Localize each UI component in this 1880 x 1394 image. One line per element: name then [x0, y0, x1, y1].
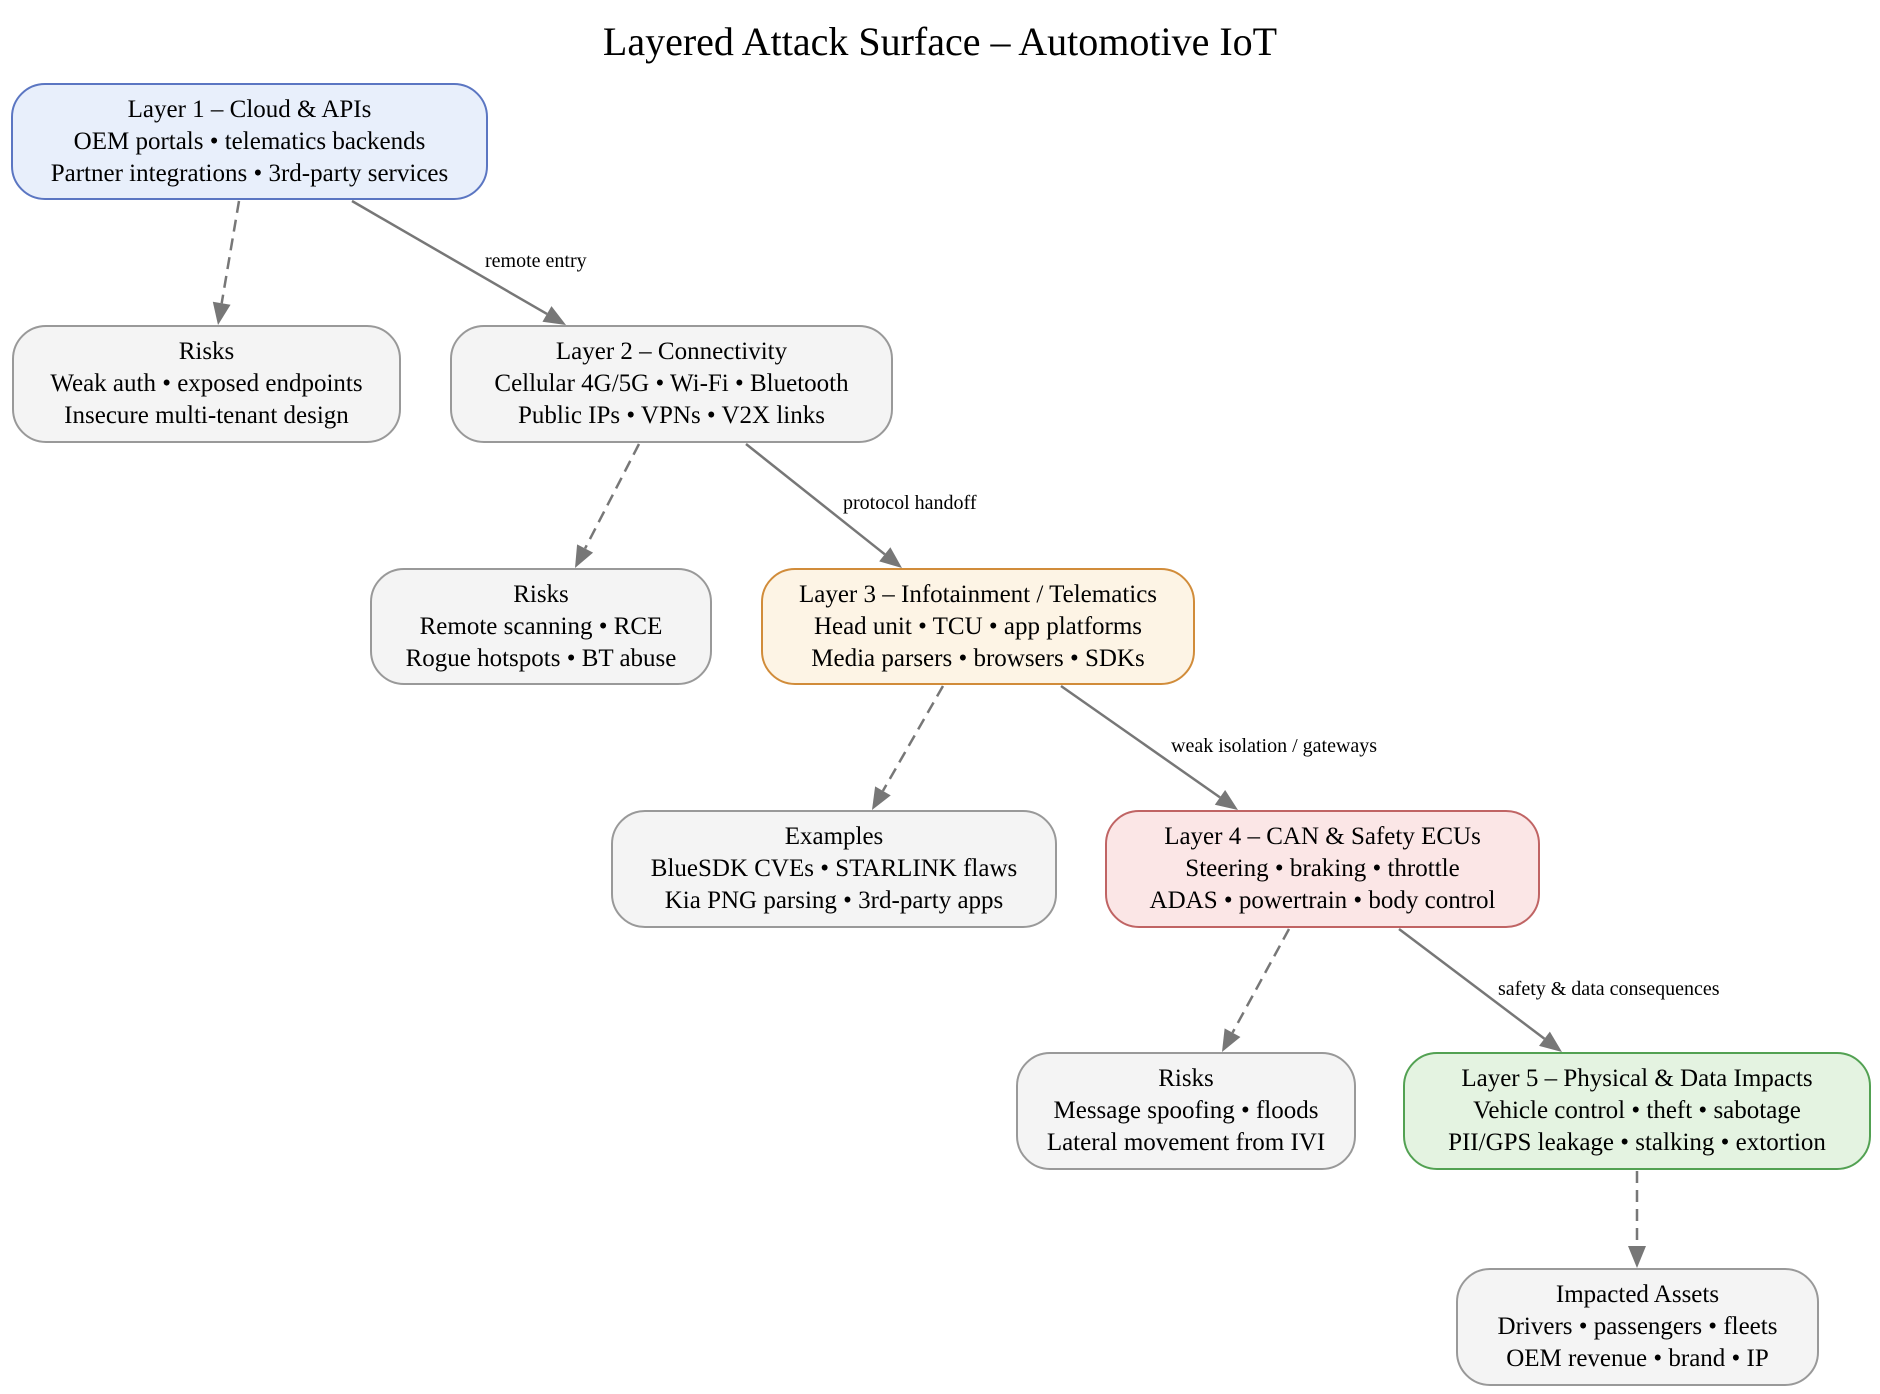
edge-layer3-to-layer4	[1060, 684, 1221, 799]
node-line: Remote scanning • RCE	[419, 612, 663, 640]
node-title: Risks	[178, 338, 235, 365]
node-line: Vehicle control • theft • sabotage	[1473, 1097, 1801, 1124]
node-line: Head unit • TCU • app platforms	[813, 612, 1143, 640]
node-line: Rogue hotspots • BT abuse	[405, 644, 677, 672]
edge-layer2-to-layer3	[745, 443, 886, 556]
edge-layer1-to-risks1	[220, 200, 241, 304]
node-line: Drivers • passengers • fleets	[1497, 1313, 1778, 1340]
node-title: Layer 4 – CAN & Safety ECUs	[1164, 823, 1481, 850]
node-line: Kia PNG parsing • 3rd-party apps	[664, 887, 1004, 914]
arrowhead-icon	[879, 547, 902, 568]
arrowhead-icon	[872, 786, 891, 810]
arrowhead-icon	[1539, 1031, 1562, 1052]
node-line: Media parsers • browsers • SDKs	[811, 644, 1145, 672]
edge-layer4-to-layer5	[1398, 928, 1546, 1040]
node-title: Layer 3 – Infotainment / Telematics	[798, 580, 1158, 608]
arrowhead-icon	[212, 301, 231, 325]
node-line: ADAS • powertrain • body control	[1149, 887, 1496, 914]
edge-layer1-to-layer2	[351, 199, 548, 316]
edge-layer4-to-risks4	[1231, 928, 1291, 1034]
node-title: Examples	[784, 823, 884, 850]
node-line: Cellular 4G/5G • Wi-Fi • Bluetooth	[494, 370, 849, 397]
arrowhead-icon	[1628, 1246, 1646, 1268]
node-title: Risks	[513, 580, 569, 608]
node-title: Layer 5 – Physical & Data Impacts	[1461, 1065, 1813, 1092]
edge-label: remote entry	[485, 250, 587, 272]
node-title: Risks	[1158, 1065, 1214, 1092]
arrowhead-icon	[1222, 1028, 1241, 1052]
node-line: Weak auth • exposed endpoints	[50, 370, 363, 397]
diagram-title: Layered Attack Surface – Automotive IoT	[602, 19, 1278, 64]
node-title: Layer 1 – Cloud & APIs	[127, 95, 372, 123]
node-line: Message spoofing • floods	[1053, 1097, 1319, 1124]
node-title: Layer 2 – Connectivity	[555, 338, 788, 365]
node-line: BlueSDK CVEs • STARLINK flaws	[650, 855, 1018, 882]
node-line: OEM revenue • brand • IP	[1506, 1345, 1769, 1372]
edge-layer3-to-examples3	[881, 685, 945, 792]
edge-label: safety & data consequences	[1498, 978, 1720, 1000]
node-line: Partner integrations • 3rd-party service…	[50, 159, 449, 187]
arrowhead-icon	[575, 544, 594, 568]
edge-layer2-to-risks2	[583, 443, 641, 550]
node-line: Lateral movement from IVI	[1046, 1129, 1326, 1156]
edge-label: weak isolation / gateways	[1171, 735, 1378, 757]
arrowhead-icon	[542, 306, 566, 325]
node-line: Public IPs • VPNs • V2X links	[518, 402, 825, 429]
node-line: OEM portals • telematics backends	[73, 127, 426, 155]
node-line: Insecure multi-tenant design	[64, 402, 349, 429]
node-title: Impacted Assets	[1555, 1281, 1720, 1308]
node-line: PII/GPS leakage • stalking • extortion	[1448, 1129, 1826, 1156]
edge-label: protocol handoff	[843, 492, 977, 514]
arrowhead-icon	[1214, 790, 1238, 810]
node-line: Steering • braking • throttle	[1185, 855, 1460, 882]
